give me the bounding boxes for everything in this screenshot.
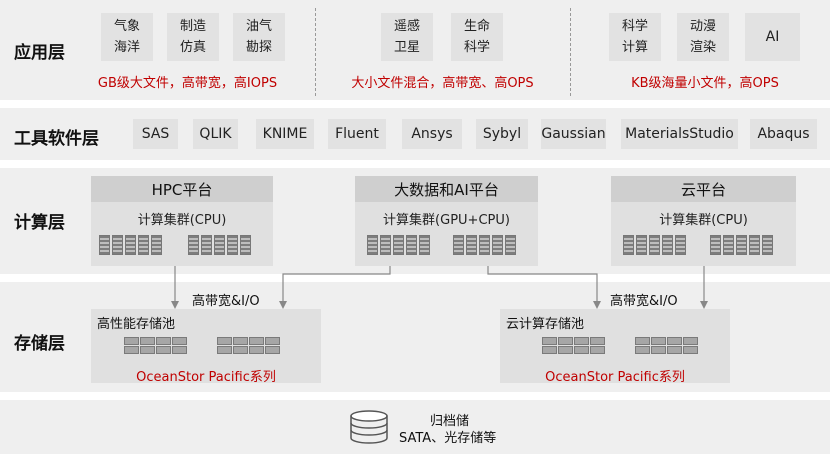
application-layer-label: 应用层 bbox=[14, 43, 65, 63]
connector-ai-to-pool-right bbox=[487, 266, 601, 309]
separator-1 bbox=[315, 8, 316, 96]
storage-pool-hpc: 高性能存储池 OceanStor Pacific系列 bbox=[91, 309, 321, 385]
server-rack-icon bbox=[710, 235, 773, 255]
platform-hpc-cluster: 计算集群(CPU) bbox=[137, 213, 227, 228]
app-group2-description: 大小文件混合，高带宽、高OPS bbox=[351, 76, 534, 91]
storage-pool-cloud: 云计算存储池 OceanStor Pacific系列 bbox=[500, 309, 730, 385]
storage-pool-cloud-title: 云计算存储池 bbox=[506, 317, 585, 332]
app-group1-description: GB级大文件，高带宽，高IOPS bbox=[97, 76, 278, 91]
platform-bigdata-ai-cluster: 计算集群(GPU+CPU) bbox=[383, 213, 510, 228]
tool-fluent: Fluent bbox=[328, 119, 386, 149]
server-rack-icon bbox=[188, 235, 251, 255]
platform-cloud-title: 云平台 bbox=[611, 176, 796, 202]
storage-pool-cloud-product: OceanStor Pacific系列 bbox=[545, 370, 685, 385]
tool-abaqus: Abaqus bbox=[750, 119, 817, 149]
bandwidth-label-left: 高带宽&I/O bbox=[192, 294, 260, 309]
storage-pool-hpc-product: OceanStor Pacific系列 bbox=[136, 370, 276, 385]
app-oil-gas-exploration: 油气 勘探 bbox=[233, 13, 285, 61]
server-rack-icon bbox=[99, 235, 162, 255]
server-rack-icon bbox=[367, 235, 430, 255]
app-manufacturing-simulation: 制造 仿真 bbox=[167, 13, 219, 61]
tool-knime: KNIME bbox=[256, 119, 314, 149]
app-scientific-computing: 科学 计算 bbox=[609, 13, 661, 61]
platform-hpc-title: HPC平台 bbox=[91, 176, 273, 202]
app-group3-description: KB级海量小文件，高OPS bbox=[631, 76, 779, 91]
tool-materialsstudio: MaterialsStudio bbox=[621, 119, 738, 149]
server-rack-icon bbox=[623, 235, 686, 255]
platform-bigdata-ai-title: 大数据和AI平台 bbox=[355, 176, 538, 202]
connector-ai-to-pool-left bbox=[279, 266, 391, 309]
platform-bigdata-ai: 大数据和AI平台 计算集群(GPU+CPU) bbox=[355, 176, 538, 266]
bandwidth-label-right: 高带宽&I/O bbox=[610, 294, 678, 309]
app-life-science: 生命 科学 bbox=[451, 13, 503, 61]
storage-layer-label: 存储层 bbox=[14, 334, 65, 354]
storage-pool-hpc-title: 高性能存储池 bbox=[97, 317, 176, 332]
tool-qlik: QLIK bbox=[193, 119, 238, 149]
database-icon bbox=[349, 410, 389, 444]
platform-cloud-cluster: 计算集群(CPU) bbox=[659, 213, 748, 228]
tool-sas: SAS bbox=[133, 119, 178, 149]
archive-band bbox=[0, 400, 830, 454]
app-ai: AI bbox=[745, 13, 800, 61]
compute-layer-label: 计算层 bbox=[14, 213, 65, 233]
platform-cloud: 云平台 计算集群(CPU) bbox=[611, 176, 796, 266]
tools-layer-label: 工具软件层 bbox=[14, 129, 99, 149]
separator-2 bbox=[570, 8, 571, 96]
archive-title: 归档储 bbox=[430, 414, 470, 429]
app-remote-sensing: 遥感 卫星 bbox=[381, 13, 433, 61]
app-meteorology-ocean: 气象 海洋 bbox=[101, 13, 153, 61]
archive-subtitle: SATA、光存储等 bbox=[399, 431, 497, 446]
tool-gaussian: Gaussian bbox=[541, 119, 606, 149]
server-rack-icon bbox=[453, 235, 516, 255]
tool-ansys: Ansys bbox=[402, 119, 462, 149]
tool-sybyl: Sybyl bbox=[476, 119, 528, 149]
app-animation-rendering: 动漫 渲染 bbox=[677, 13, 729, 61]
platform-hpc: HPC平台 计算集群(CPU) bbox=[91, 176, 273, 266]
